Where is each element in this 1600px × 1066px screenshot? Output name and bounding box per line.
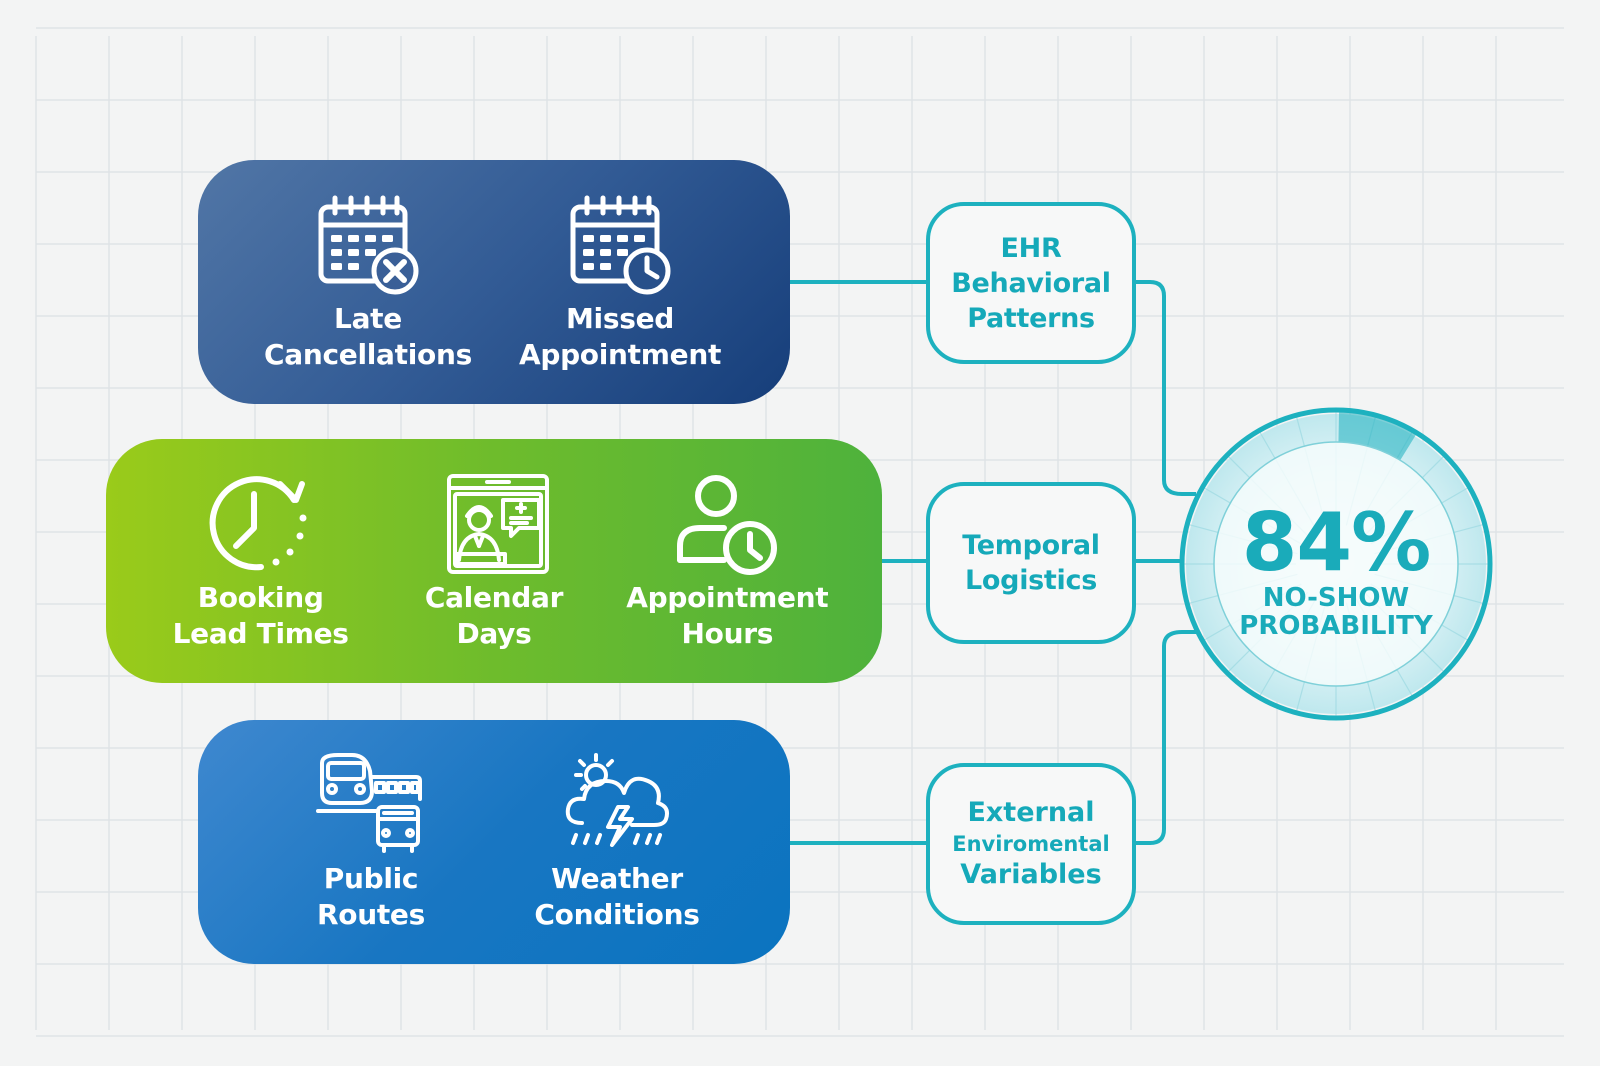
factor-weather-conditions: Weather Conditions — [512, 751, 722, 933]
temporal-factors-panel: Booking Lead Times Calendar Days Appoint… — [106, 439, 882, 683]
factor-label: Calendar Days — [424, 581, 564, 650]
category-label-line: External — [967, 797, 1095, 828]
category-label-line: Variables — [960, 859, 1102, 890]
factor-missed-appointment: Missed Appointment — [515, 191, 725, 373]
category-temporal-logistics: Temporal Logistics — [926, 482, 1136, 644]
connector-ehr-to-gauge — [1136, 280, 1196, 496]
no-show-probability-gauge: 84% NO-SHOW PROBABILITY — [1176, 404, 1496, 724]
category-label: EHR Behavioral Patterns — [951, 232, 1111, 334]
user-clock-icon — [677, 475, 778, 575]
gauge-dial — [1179, 407, 1493, 721]
clock-refresh-icon — [209, 476, 307, 571]
factor-appointment-hours: Appointment Hours — [622, 470, 832, 652]
train-bus-icon — [316, 753, 422, 853]
external-factors-panel: Public Routes Weather Conditions — [198, 720, 790, 964]
calendar-cancel-icon — [318, 195, 419, 295]
factor-label: Late Cancellations — [264, 302, 472, 371]
gauge-readout: 84% NO-SHOW PROBABILITY — [1176, 404, 1496, 724]
factor-label: Booking Lead Times — [172, 581, 349, 650]
category-label-line: Enviromental — [952, 832, 1110, 856]
gauge-progress-arc — [1338, 412, 1416, 461]
factor-public-routes: Public Routes — [266, 751, 476, 933]
factor-calendar-days: Calendar Days — [389, 470, 599, 652]
factor-late-cancellations: Late Cancellations — [263, 191, 473, 373]
factor-label: Public Routes — [317, 862, 425, 931]
gauge-caption: NO-SHOW PROBABILITY — [1239, 583, 1433, 641]
factor-label: Appointment Hours — [626, 581, 829, 650]
factor-label: Weather Conditions — [534, 862, 700, 931]
gauge-value: 84% — [1241, 496, 1431, 589]
category-external-environmental-variables: External Enviromental Variables — [926, 763, 1136, 925]
connector-variables-to-gauge — [1136, 630, 1196, 845]
behavior-factors-panel: Late Cancellations Missed Appointment — [198, 160, 790, 404]
factor-booking-lead-times: Booking Lead Times — [156, 470, 366, 652]
calendar-clock-icon — [570, 195, 671, 295]
telehealth-doctor-icon — [446, 474, 549, 574]
category-label: Temporal Logistics — [962, 530, 1100, 596]
category-label: External Enviromental Variables — [952, 797, 1109, 891]
storm-cloud-icon — [565, 753, 669, 847]
category-ehr-behavioral-patterns: EHR Behavioral Patterns — [926, 202, 1136, 364]
factor-label: Missed Appointment — [518, 302, 722, 371]
